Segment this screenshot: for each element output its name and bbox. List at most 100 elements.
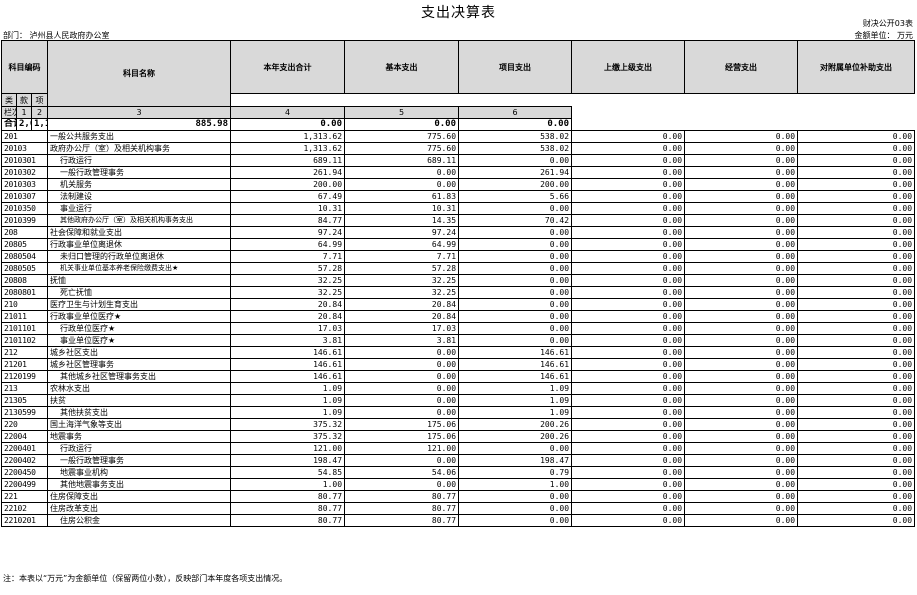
row-code: 213 bbox=[0, 382, 49, 395]
row-value: 146.61 bbox=[458, 358, 573, 371]
row-value: 0.00 bbox=[797, 466, 916, 479]
row-value: 7.71 bbox=[344, 250, 460, 263]
row-value: 200.00 bbox=[458, 178, 573, 191]
row-value: 0.00 bbox=[458, 310, 573, 323]
row-value: 80.77 bbox=[344, 514, 460, 527]
row-value: 10.31 bbox=[344, 202, 460, 215]
row-name: 农林水支出 bbox=[47, 382, 232, 395]
row-value: 0.00 bbox=[571, 298, 686, 311]
total-label: 合计 bbox=[1, 118, 17, 131]
row-value: 64.99 bbox=[344, 238, 460, 251]
row-value: 80.77 bbox=[344, 502, 460, 515]
row-value: 1.09 bbox=[458, 406, 573, 419]
row-code: 21011 bbox=[0, 310, 49, 323]
row-value: 146.61 bbox=[458, 370, 573, 383]
row-value: 0.00 bbox=[797, 286, 916, 299]
row-value: 0.00 bbox=[684, 178, 799, 191]
row-value: 0.00 bbox=[684, 418, 799, 431]
row-value: 32.25 bbox=[344, 274, 460, 287]
row-value: 0.00 bbox=[684, 382, 799, 395]
header-code: 科目编码 bbox=[0, 40, 49, 94]
row-value: 0.00 bbox=[458, 286, 573, 299]
row-value: 5.66 bbox=[458, 190, 573, 203]
row-name: 行政运行 bbox=[47, 442, 232, 455]
row-value: 175.06 bbox=[344, 418, 460, 431]
col-index: 4 bbox=[230, 106, 346, 119]
row-value: 0.00 bbox=[797, 430, 916, 443]
row-value: 0.00 bbox=[571, 478, 686, 491]
row-name: 住房保障支出 bbox=[47, 490, 232, 503]
row-name: 其他扶贫支出 bbox=[47, 406, 232, 419]
row-value: 0.00 bbox=[458, 250, 573, 263]
row-value: 0.00 bbox=[684, 394, 799, 407]
row-name: 事业单位医疗★ bbox=[47, 334, 232, 347]
row-value: 0.00 bbox=[571, 238, 686, 251]
row-value: 14.35 bbox=[344, 214, 460, 227]
row-code: 212 bbox=[0, 346, 49, 359]
row-code: 2200499 bbox=[0, 478, 49, 491]
row-value: 1.09 bbox=[230, 406, 346, 419]
row-value: 0.00 bbox=[797, 142, 916, 155]
row-name: 机关服务 bbox=[47, 178, 232, 191]
row-value: 0.00 bbox=[684, 334, 799, 347]
row-value: 0.00 bbox=[797, 130, 916, 143]
row-value: 0.00 bbox=[684, 430, 799, 443]
row-value: 0.00 bbox=[571, 262, 686, 275]
row-value: 538.02 bbox=[458, 142, 573, 155]
row-name: 其他政府办公厅（室）及相关机构事务支出 bbox=[47, 214, 232, 227]
row-code: 201 bbox=[0, 130, 49, 143]
row-value: 0.00 bbox=[571, 334, 686, 347]
row-value: 0.00 bbox=[684, 250, 799, 263]
row-value: 689.11 bbox=[344, 154, 460, 167]
row-value: 0.00 bbox=[684, 262, 799, 275]
row-value: 1.09 bbox=[458, 382, 573, 395]
row-value: 32.25 bbox=[230, 286, 346, 299]
total-value: 885.98 bbox=[47, 118, 232, 131]
row-name: 法制建设 bbox=[47, 190, 232, 203]
row-value: 0.00 bbox=[571, 286, 686, 299]
row-value: 70.42 bbox=[458, 214, 573, 227]
row-value: 0.00 bbox=[571, 466, 686, 479]
row-value: 198.47 bbox=[458, 454, 573, 467]
row-value: 0.00 bbox=[684, 202, 799, 215]
row-value: 0.00 bbox=[797, 274, 916, 287]
row-value: 0.00 bbox=[684, 154, 799, 167]
total-value: 0.00 bbox=[344, 118, 460, 131]
footnote: 注：本表以“万元”为金额单位（保留两位小数），反映部门本年度各项支出情况。 bbox=[3, 574, 288, 583]
header-xiang: 项 bbox=[30, 93, 49, 107]
row-value: 67.49 bbox=[230, 190, 346, 203]
row-value: 0.00 bbox=[797, 310, 916, 323]
row-name: 城乡社区管理事务 bbox=[47, 358, 232, 371]
row-value: 0.00 bbox=[684, 406, 799, 419]
row-value: 0.00 bbox=[571, 130, 686, 143]
row-name: 行政事业单位医疗★ bbox=[47, 310, 232, 323]
row-value: 1.00 bbox=[230, 478, 346, 491]
row-name: 城乡社区支出 bbox=[47, 346, 232, 359]
row-value: 80.77 bbox=[230, 502, 346, 515]
row-value: 97.24 bbox=[230, 226, 346, 239]
row-name: 住房改革支出 bbox=[47, 502, 232, 515]
row-code: 20808 bbox=[0, 274, 49, 287]
row-value: 10.31 bbox=[230, 202, 346, 215]
row-code: 20103 bbox=[0, 142, 49, 155]
row-value: 1.09 bbox=[458, 394, 573, 407]
row-value: 17.03 bbox=[230, 322, 346, 335]
row-value: 80.77 bbox=[230, 514, 346, 527]
row-value: 0.79 bbox=[458, 466, 573, 479]
row-value: 121.00 bbox=[230, 442, 346, 455]
row-value: 80.77 bbox=[344, 490, 460, 503]
row-value: 0.00 bbox=[684, 286, 799, 299]
row-value: 0.00 bbox=[458, 514, 573, 527]
row-value: 0.00 bbox=[344, 454, 460, 467]
row-value: 0.00 bbox=[684, 190, 799, 203]
